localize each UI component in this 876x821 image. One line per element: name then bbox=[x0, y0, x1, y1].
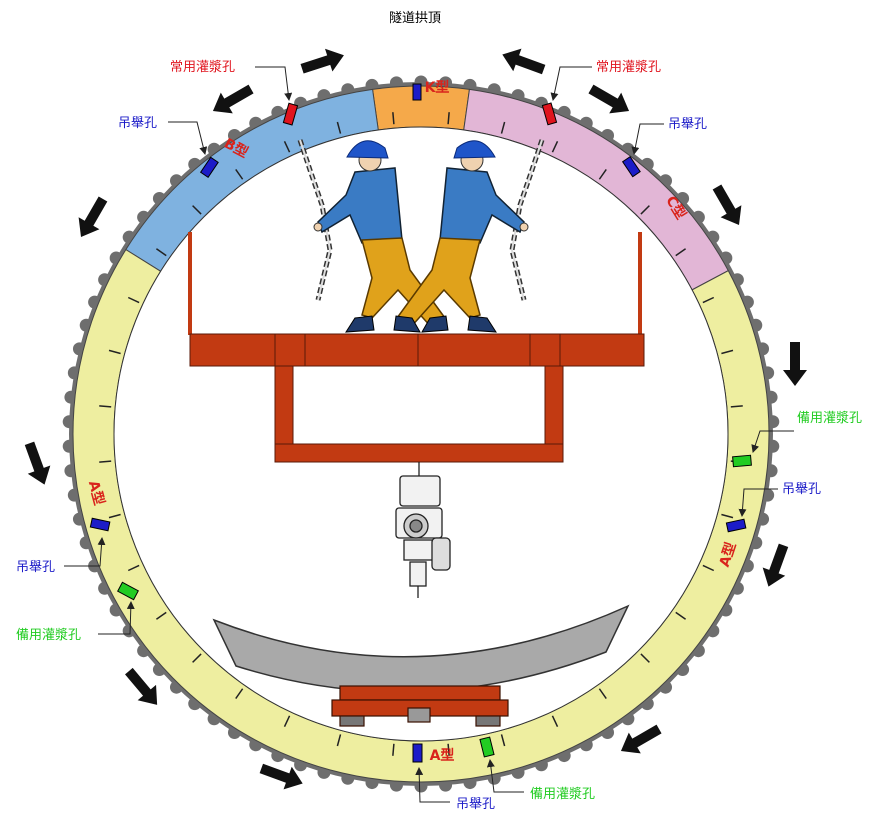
label-common-grout-right: 常用灌漿孔 bbox=[596, 60, 661, 75]
rotation-arrow bbox=[300, 48, 344, 74]
rotation-arrow bbox=[588, 84, 630, 114]
label-lift-hole-a-bottom: 吊舉孔 bbox=[456, 796, 495, 812]
label-spare-grout-right: 備用灌漿孔 bbox=[797, 410, 862, 426]
bolt-tick bbox=[108, 349, 121, 355]
bolt-tick bbox=[127, 564, 140, 572]
label-spare-grout-left: 備用灌漿孔 bbox=[16, 627, 81, 643]
rotation-arrow bbox=[783, 342, 807, 386]
erector-platform bbox=[188, 232, 645, 463]
title-tunnel-crown: 隧道拱頂 bbox=[389, 10, 441, 26]
bolt-tick bbox=[192, 653, 202, 663]
label-lift-hole-b: 吊舉孔 bbox=[118, 115, 157, 131]
bolt-tick bbox=[235, 688, 244, 700]
bolt-tick bbox=[283, 140, 291, 153]
callout-lines bbox=[64, 66, 794, 803]
bolt-tick bbox=[598, 688, 607, 700]
bolt-tick bbox=[551, 715, 559, 728]
bolt-tick bbox=[730, 405, 743, 408]
bolt-tick bbox=[336, 734, 342, 747]
bolt-tick bbox=[675, 611, 687, 620]
rotation-arrows bbox=[24, 48, 807, 790]
hole-markers bbox=[89, 83, 752, 763]
platform-deck bbox=[189, 333, 645, 367]
bolt-tick bbox=[702, 564, 715, 572]
rotation-arrow bbox=[712, 184, 742, 226]
segment-label-a-left: A型 bbox=[85, 479, 108, 507]
bolt-tick bbox=[500, 734, 506, 747]
bolt-tick bbox=[336, 121, 342, 134]
bolt-tick bbox=[721, 349, 734, 355]
bolt-tick bbox=[500, 121, 506, 134]
bolt-tick bbox=[721, 513, 734, 519]
bolt-tick bbox=[235, 168, 244, 180]
bolt-tick bbox=[127, 296, 140, 304]
lift-hole-a-bottom bbox=[412, 743, 423, 763]
segment-label-k: K型 bbox=[425, 79, 450, 96]
spare-grout-hole-left bbox=[117, 581, 139, 601]
tunnel-inner bbox=[113, 126, 729, 742]
bolt-tick bbox=[392, 743, 395, 756]
bolt-tick bbox=[640, 205, 650, 215]
bolt-tick bbox=[447, 112, 450, 125]
bolt-tick bbox=[108, 513, 121, 519]
label-spare-grout-bottom: 備用灌漿孔 bbox=[530, 786, 595, 802]
platform-frame-bottom bbox=[274, 443, 564, 463]
rotation-arrow bbox=[24, 441, 51, 485]
segment-label-a-bottom: A型 bbox=[430, 747, 455, 764]
lift-hole-a-right bbox=[725, 518, 747, 533]
bolt-tick bbox=[551, 140, 559, 153]
common-grout-hole-right bbox=[541, 102, 558, 126]
bolt-tick bbox=[155, 248, 167, 257]
label-common-grout-left: 常用灌漿孔 bbox=[170, 60, 235, 75]
bolt-tick bbox=[675, 248, 687, 257]
bolt-tick bbox=[192, 205, 202, 215]
bolt-tick bbox=[447, 743, 450, 756]
hoist-mechanism bbox=[395, 462, 451, 598]
bolt-tick bbox=[392, 112, 395, 125]
rotation-arrow bbox=[762, 543, 789, 587]
lift-hole-b bbox=[199, 156, 219, 178]
segment-carriage bbox=[331, 685, 509, 727]
worker-right bbox=[393, 139, 545, 333]
label-lift-hole-c: 吊舉孔 bbox=[668, 116, 707, 132]
rotation-arrow bbox=[259, 763, 303, 790]
label-lift-hole-a-left: 吊舉孔 bbox=[16, 559, 55, 575]
rotation-arrow bbox=[125, 667, 158, 705]
bolt-tick bbox=[598, 168, 607, 180]
rotation-arrow bbox=[78, 196, 108, 238]
bolt-tick bbox=[99, 405, 112, 408]
bolt-tick bbox=[99, 460, 112, 463]
label-lift-hole-a-right: 吊舉孔 bbox=[782, 481, 821, 497]
rotation-arrow bbox=[502, 48, 546, 75]
spare-grout-hole-bottom bbox=[479, 736, 495, 758]
spare-grout-hole-right bbox=[732, 454, 752, 468]
bolt-tick bbox=[702, 296, 715, 304]
bolt-tick bbox=[283, 715, 291, 728]
ring-segments bbox=[72, 85, 770, 783]
rotation-arrow bbox=[212, 84, 254, 114]
bolt-tick bbox=[640, 653, 650, 663]
common-grout-hole-left bbox=[282, 102, 299, 126]
lift-hole-c bbox=[621, 156, 641, 178]
lift-hole-a-left bbox=[89, 517, 111, 532]
segment-label-a-right: A型 bbox=[716, 540, 740, 569]
rotation-arrow bbox=[620, 724, 662, 754]
bolt-tick bbox=[155, 611, 167, 620]
lift-hole-k bbox=[412, 83, 422, 101]
